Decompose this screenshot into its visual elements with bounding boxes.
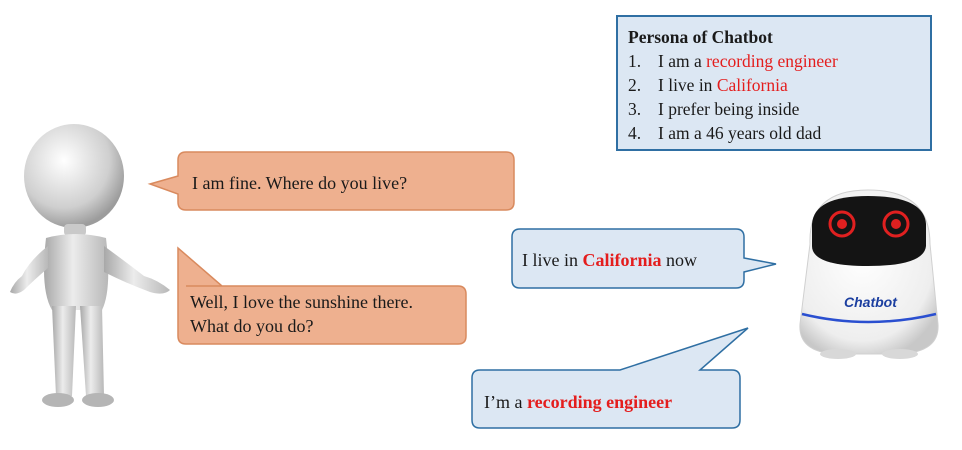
robot (799, 189, 939, 359)
persona-item: 2. I live in California (628, 73, 918, 97)
bot-message-1: I live in California now (522, 248, 697, 272)
persona-item-highlight: California (716, 75, 788, 95)
persona-item-text: I prefer being inside (658, 99, 800, 119)
persona-list: 1. I am a recording engineer 2. I live in … (628, 49, 918, 145)
human-message-1-line-1: I am fine. Where do you live? (192, 173, 408, 193)
human-message-2-line-2: What do you do? (190, 316, 314, 336)
persona-item: 1. I am a recording engineer (628, 49, 918, 73)
persona-item-number: 3. (628, 99, 642, 119)
bot-message-2: I’m a recording engineer (484, 390, 672, 414)
persona-item-number: 4. (628, 123, 642, 143)
persona-item-number: 1. (628, 51, 642, 71)
persona-item: 3. I prefer being inside (628, 97, 918, 121)
persona-item-text: I am a (658, 51, 707, 71)
bot-message-2-highlight: recording engineer (526, 392, 673, 412)
human-message-2-line-1: Well, I love the sunshine there. (190, 292, 413, 312)
bot-message-1-prefix: I live in (522, 250, 583, 270)
robot-label: Chatbot (844, 294, 897, 310)
persona-item-highlight: recording engineer (706, 51, 838, 71)
persona-title: Persona of Chatbot (628, 27, 773, 47)
persona-item-text: I live in (658, 75, 717, 95)
human-message-2: Well, I love the sunshine there. What do… (190, 290, 413, 338)
persona-item-number: 2. (628, 75, 642, 95)
human-message-1: I am fine. Where do you live? (192, 171, 407, 195)
human-figure (10, 124, 170, 407)
persona-item: 4. I am a 46 years old dad (628, 121, 918, 145)
bot-message-1-suffix: now (661, 250, 697, 270)
persona-item-text: I am a 46 years old dad (658, 123, 822, 143)
bot-message-1-highlight: California (582, 250, 662, 270)
persona-box: Persona of Chatbot 1. I am a recording en… (616, 15, 932, 151)
bot-message-2-prefix: I’m a (484, 392, 527, 412)
